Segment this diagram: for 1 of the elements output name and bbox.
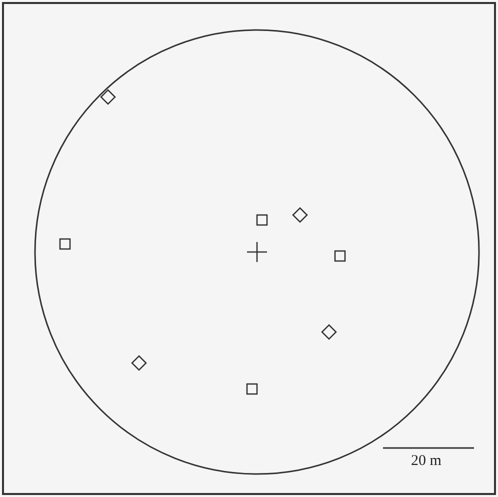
scale-label: 20 m [411,453,442,470]
